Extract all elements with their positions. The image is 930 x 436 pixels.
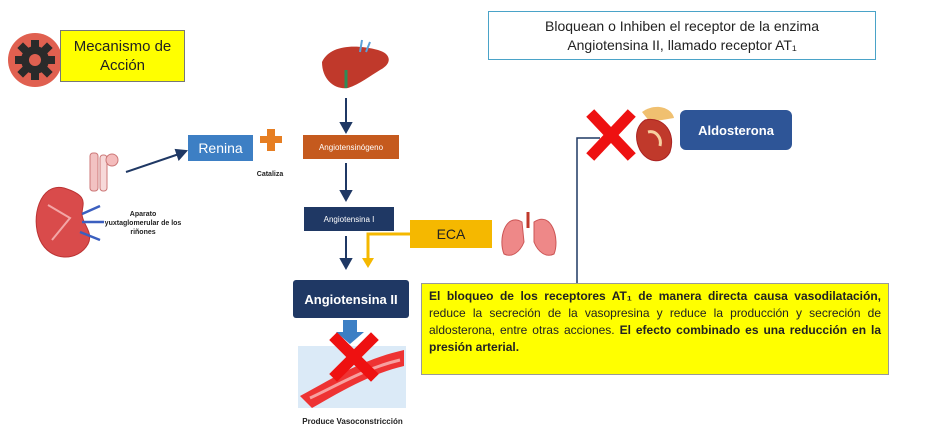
arrow-eca-head [362, 258, 374, 268]
note-bold-1: El bloqueo de los receptores AT₁ de mane… [429, 289, 881, 303]
arrow-eca [366, 232, 410, 262]
produce-caption: Produce Vasoconstricción [302, 417, 403, 426]
explanation-note: El bloqueo de los receptores AT₁ de mane… [421, 283, 889, 375]
aldosterona-box: Aldosterona [680, 110, 792, 150]
kidney-icon [35, 186, 104, 258]
liver-icon [322, 39, 389, 89]
header-line-2: Angiotensina II, llamado receptor AT₁ [567, 36, 797, 53]
angiotensina-i-box: Angiotensina I [304, 207, 394, 231]
block-x-aldosterone-icon [586, 109, 636, 161]
down-block-arrow [336, 320, 364, 344]
nephron-icon [89, 152, 119, 192]
eca-box: ECA [410, 220, 492, 248]
adrenal-kidney-icon [636, 106, 674, 162]
block-x-icon [329, 332, 379, 382]
arrow-kidney-to-renina [125, 152, 183, 173]
angiotensina-ii-box: Angiotensina II [293, 280, 409, 318]
mecanismo-label: Mecanismo de Acción [60, 30, 185, 82]
note-normal: reduce la secreción de la vasopresina y … [429, 306, 881, 337]
lungs-icon [501, 212, 557, 256]
note-bold-2: El efecto combinado es una reducción en … [429, 323, 881, 354]
header-line-1: Bloquean o Inhiben el receptor de la enz… [545, 17, 819, 34]
gear-icon [8, 33, 62, 87]
header-box: Bloquean o Inhiben el receptor de la enz… [488, 11, 876, 60]
cataliza-caption: Cataliza [256, 171, 284, 178]
arrow-angiotensinogen-to-ang1-head [339, 190, 353, 203]
arrow-kidney-to-renina-head [174, 148, 189, 161]
angiotensinogeno-box: Angiotensinógeno [303, 135, 399, 159]
renina-box: Renina [188, 135, 253, 161]
aparato-caption: Aparato yuxtaglomerular de los riñones [104, 211, 182, 236]
plus-icon [260, 129, 282, 151]
arrow-liver-to-angiotensinogen-head [339, 122, 353, 135]
blood-vessel-icon [298, 346, 406, 408]
connector-line [576, 137, 600, 283]
arrow-ang1-to-ang2-head [339, 258, 353, 271]
